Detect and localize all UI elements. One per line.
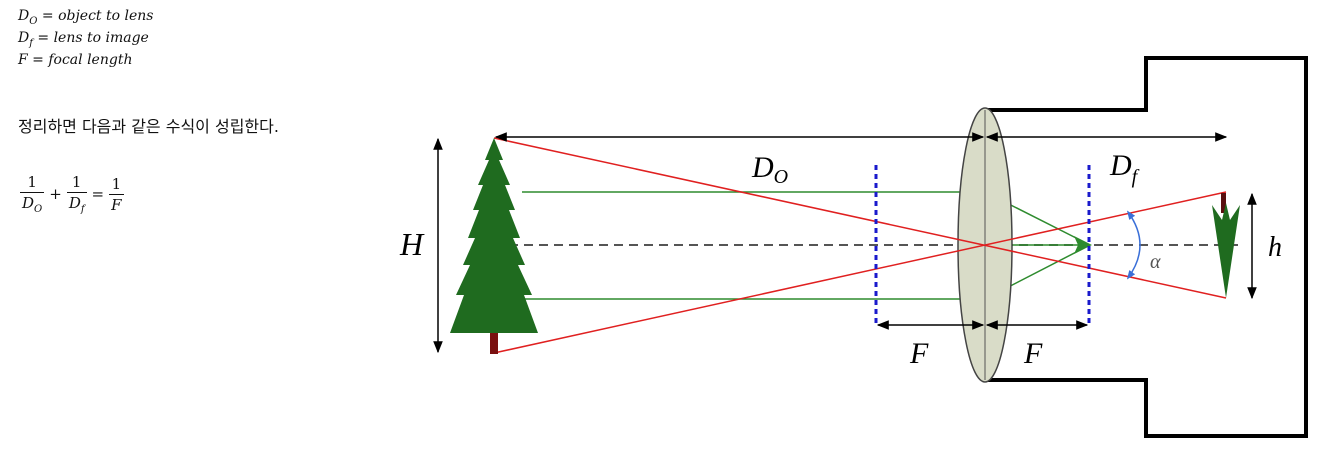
label-h: h (1268, 232, 1282, 263)
image-stem (1221, 193, 1226, 213)
label-do-sub: O (774, 166, 788, 188)
image-arrow-icon (1212, 203, 1240, 298)
label-H: H (399, 226, 425, 262)
denominator-var: F (111, 195, 122, 214)
label-df: Df (1109, 149, 1140, 188)
label-df-sub: f (1132, 166, 1140, 188)
def-text: = object to lens (37, 8, 154, 24)
label-do: DO (751, 151, 788, 188)
def-sub: f (29, 37, 33, 49)
def-sub: O (29, 15, 38, 27)
def-var: D (18, 8, 30, 24)
def-var: D (18, 30, 30, 46)
label-f-left: F (909, 337, 929, 370)
def-text: = lens to image (32, 30, 149, 46)
denominator-sub: O (34, 204, 43, 215)
definition-object-to-lens: DO = object to lens (18, 8, 153, 27)
denominator-sub: f (80, 204, 85, 215)
camera-body (984, 56, 1308, 438)
angle-alpha-arc (1126, 210, 1141, 280)
fraction-one-over-df: 1 Df (66, 173, 87, 215)
fraction-one-over-do: 1 DO (20, 173, 45, 215)
lens-equation: 1 DO + 1 Df = 1 F (18, 173, 126, 215)
label-df-main: D (1109, 149, 1132, 182)
red-ray-top (493, 137, 1227, 299)
description-text: 정리하면 다음과 같은 수식이 성립한다. (18, 117, 279, 136)
numerator: 1 (111, 174, 122, 193)
plus-sign: + (49, 185, 62, 203)
definition-lens-to-image: Df = lens to image (18, 30, 149, 49)
numerator: 1 (27, 173, 37, 191)
green-arrowhead (1074, 236, 1092, 254)
label-alpha: α (1150, 251, 1161, 273)
definition-focal-length: F = focal length (18, 52, 132, 68)
equals-sign: = (91, 185, 105, 203)
tree-icon (450, 138, 538, 333)
label-f-right: F (1023, 337, 1043, 370)
def-var: F (18, 52, 28, 68)
red-ray-bottom (493, 191, 1227, 354)
denominator-var: D (68, 194, 81, 212)
def-text: = focal length (27, 52, 133, 68)
numerator: 1 (71, 173, 82, 191)
denominator-var: D (22, 194, 35, 212)
label-do-main: D (751, 151, 774, 184)
fraction-one-over-f: 1 F (109, 174, 124, 214)
